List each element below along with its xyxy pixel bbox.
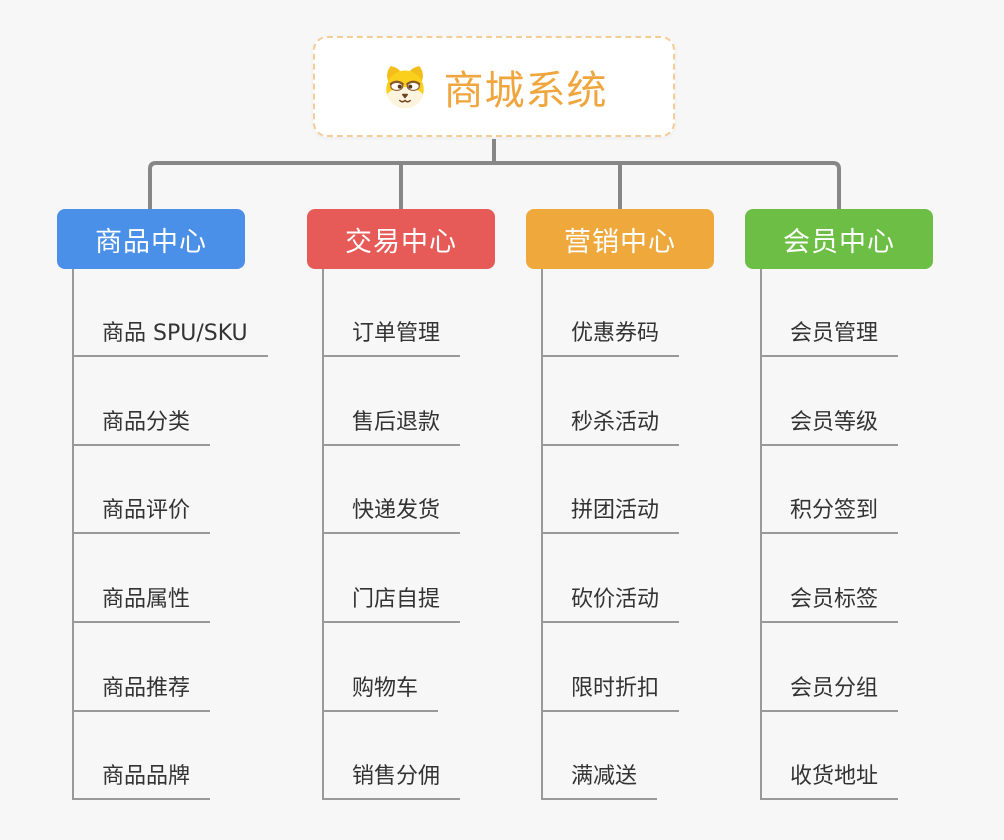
dog-face-icon (381, 65, 429, 109)
branch-children-trade: 订单管理 售后退款 快递发货 门店自提 购物车 销售分佣 (322, 269, 567, 814)
branch-children-member: 会员管理 会员等级 积分签到 会员标签 会员分组 收货地址 (760, 269, 1004, 814)
leaf-node[interactable]: 积分签到 (760, 498, 899, 534)
leaf-node[interactable]: 砍价活动 (541, 587, 680, 623)
branch-label: 商品中心 (95, 226, 207, 258)
leaf-node[interactable]: 优惠券码 (541, 321, 680, 357)
leaf-node[interactable]: 会员等级 (760, 410, 899, 446)
column-spine-line (72, 269, 74, 800)
leaf-node[interactable]: 商品推荐 (72, 676, 211, 712)
column-spine-line (760, 269, 762, 800)
leaf-node[interactable]: 商品属性 (72, 587, 211, 623)
leaf-node[interactable]: 销售分佣 (322, 764, 461, 800)
leaf-node[interactable]: 商品 SPU/SKU (72, 321, 268, 357)
leaf-node[interactable]: 秒杀活动 (541, 410, 680, 446)
leaf-node[interactable]: 会员标签 (760, 587, 899, 623)
leaf-node[interactable]: 商品品牌 (72, 764, 211, 800)
leaf-node[interactable]: 订单管理 (322, 321, 461, 357)
leaf-node[interactable]: 商品分类 (72, 410, 211, 446)
branch-children-marketing: 优惠券码 秒杀活动 拼团活动 砍价活动 限时折扣 满减送 (541, 269, 786, 814)
branch-node-product-center[interactable]: 商品中心 (57, 209, 245, 269)
leaf-node[interactable]: 会员管理 (760, 321, 899, 357)
branch-node-trade-center[interactable]: 交易中心 (307, 209, 495, 269)
leaf-node[interactable]: 快递发货 (322, 498, 461, 534)
leaf-node[interactable]: 限时折扣 (541, 676, 680, 712)
root-title: 商城系统 (443, 67, 608, 114)
leaf-node[interactable]: 商品评价 (72, 498, 211, 534)
leaf-node[interactable]: 购物车 (322, 676, 439, 712)
branch-node-member-center[interactable]: 会员中心 (745, 209, 933, 269)
branch-label: 交易中心 (345, 226, 457, 258)
column-spine-line (541, 269, 543, 800)
root-node[interactable]: 商城系统 (313, 36, 675, 137)
branch-children-product: 商品 SPU/SKU 商品分类 商品评价 商品属性 商品推荐 商品品牌 (72, 269, 317, 814)
leaf-node[interactable]: 满减送 (541, 764, 658, 800)
branch-label: 会员中心 (783, 226, 895, 258)
branch-node-marketing-center[interactable]: 营销中心 (526, 209, 714, 269)
leaf-node[interactable]: 门店自提 (322, 587, 461, 623)
column-spine-line (322, 269, 324, 800)
leaf-node[interactable]: 会员分组 (760, 676, 899, 712)
leaf-node[interactable]: 售后退款 (322, 410, 461, 446)
leaf-node[interactable]: 收货地址 (760, 764, 899, 800)
leaf-node[interactable]: 拼团活动 (541, 498, 680, 534)
branch-label: 营销中心 (564, 226, 676, 258)
